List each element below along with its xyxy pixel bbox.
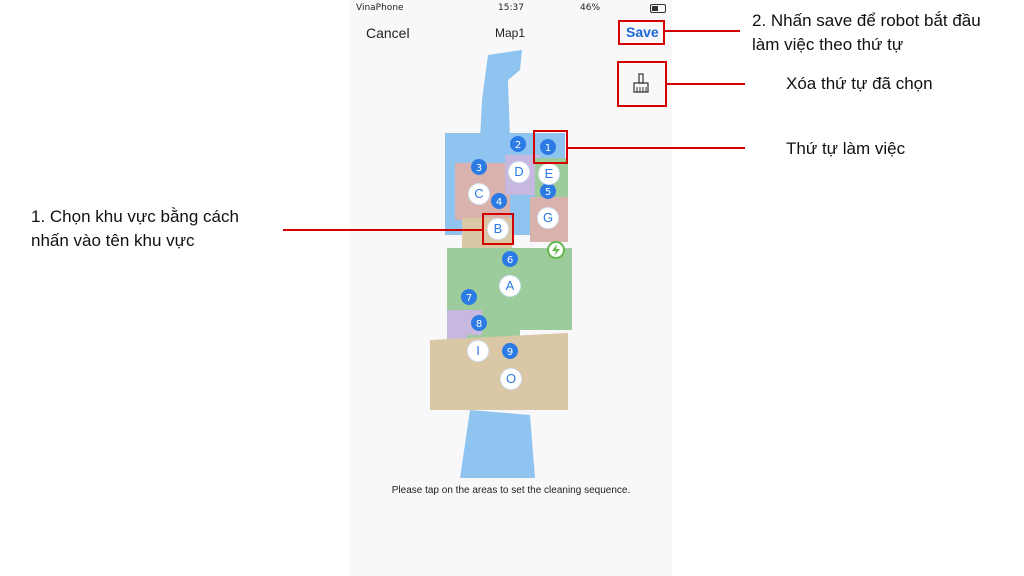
charging-bolt-icon (552, 244, 560, 256)
order-pin[interactable]: 8 (470, 315, 488, 333)
broom-icon[interactable] (629, 72, 653, 96)
order-highlight-box (533, 130, 568, 164)
room-label[interactable]: E (539, 164, 559, 184)
save-highlight-box (618, 20, 665, 45)
svg-text:9: 9 (507, 347, 513, 358)
clock: 15:37 (498, 3, 524, 13)
save-annotation: 2. Nhấn save để robot bắt đầu làm việc t… (752, 9, 981, 57)
order-pin[interactable]: 5 (539, 183, 557, 201)
room-label[interactable]: I (468, 341, 488, 361)
order-pin[interactable]: 3 (470, 159, 488, 177)
room-label[interactable]: D (509, 162, 529, 182)
clear-highlight-box (617, 61, 667, 107)
svg-text:1: 1 (545, 143, 551, 154)
map-area-top (480, 50, 522, 140)
svg-text:5: 5 (545, 187, 551, 198)
order-pin[interactable]: 4 (490, 193, 508, 211)
nav-bar: Cancel Map1 Save (350, 18, 672, 48)
svg-text:3: 3 (476, 163, 482, 174)
order-pin[interactable]: 6 (501, 251, 519, 269)
page-title: Map1 (495, 26, 526, 40)
annotation-line: 1. Chọn khu vực bằng cách (31, 207, 239, 226)
select-annotation: 1. Chọn khu vực bằng cách nhấn vào tên k… (31, 205, 239, 253)
svg-text:8: 8 (476, 319, 482, 330)
room-label[interactable]: A (500, 276, 520, 296)
order-pin[interactable]: 7 (460, 289, 478, 307)
save-button[interactable]: Save (626, 24, 659, 40)
status-bar: VinaPhone 15:37 46% (350, 0, 672, 18)
select-highlight-box (482, 213, 514, 245)
instruction-text: Please tap on the areas to set the clean… (391, 485, 631, 496)
room-label[interactable]: O (501, 369, 521, 389)
svg-text:2: 2 (515, 140, 521, 151)
cancel-button[interactable]: Cancel (366, 25, 410, 41)
order-annotation: Thứ tự làm việc (786, 139, 906, 158)
room-label[interactable]: C (469, 184, 489, 204)
map-area-bottom (460, 410, 535, 478)
carrier-label: VinaPhone (356, 3, 404, 13)
annotation-line: làm việc theo thứ tự (752, 35, 904, 54)
clear-pointer-line (667, 83, 745, 85)
room-label[interactable]: G (538, 208, 558, 228)
clear-annotation: Xóa thứ tự đã chọn (786, 74, 933, 93)
battery-percent: 46% (580, 3, 601, 13)
order-pin[interactable]: 1 (539, 139, 557, 157)
room-O-area[interactable] (430, 333, 568, 410)
save-pointer-line (665, 30, 740, 32)
select-pointer-line (283, 229, 482, 231)
svg-text:6: 6 (507, 255, 513, 266)
order-pin[interactable]: 9 (501, 343, 519, 361)
annotation-line: 2. Nhấn save để robot bắt đầu (752, 11, 981, 30)
order-pointer-line (568, 147, 745, 149)
battery-icon (650, 4, 666, 13)
svg-text:7: 7 (466, 293, 472, 304)
svg-text:4: 4 (496, 197, 502, 208)
annotation-line: nhấn vào tên khu vực (31, 231, 195, 250)
order-pin[interactable]: 2 (509, 136, 527, 154)
room-label[interactable]: B (488, 219, 508, 239)
